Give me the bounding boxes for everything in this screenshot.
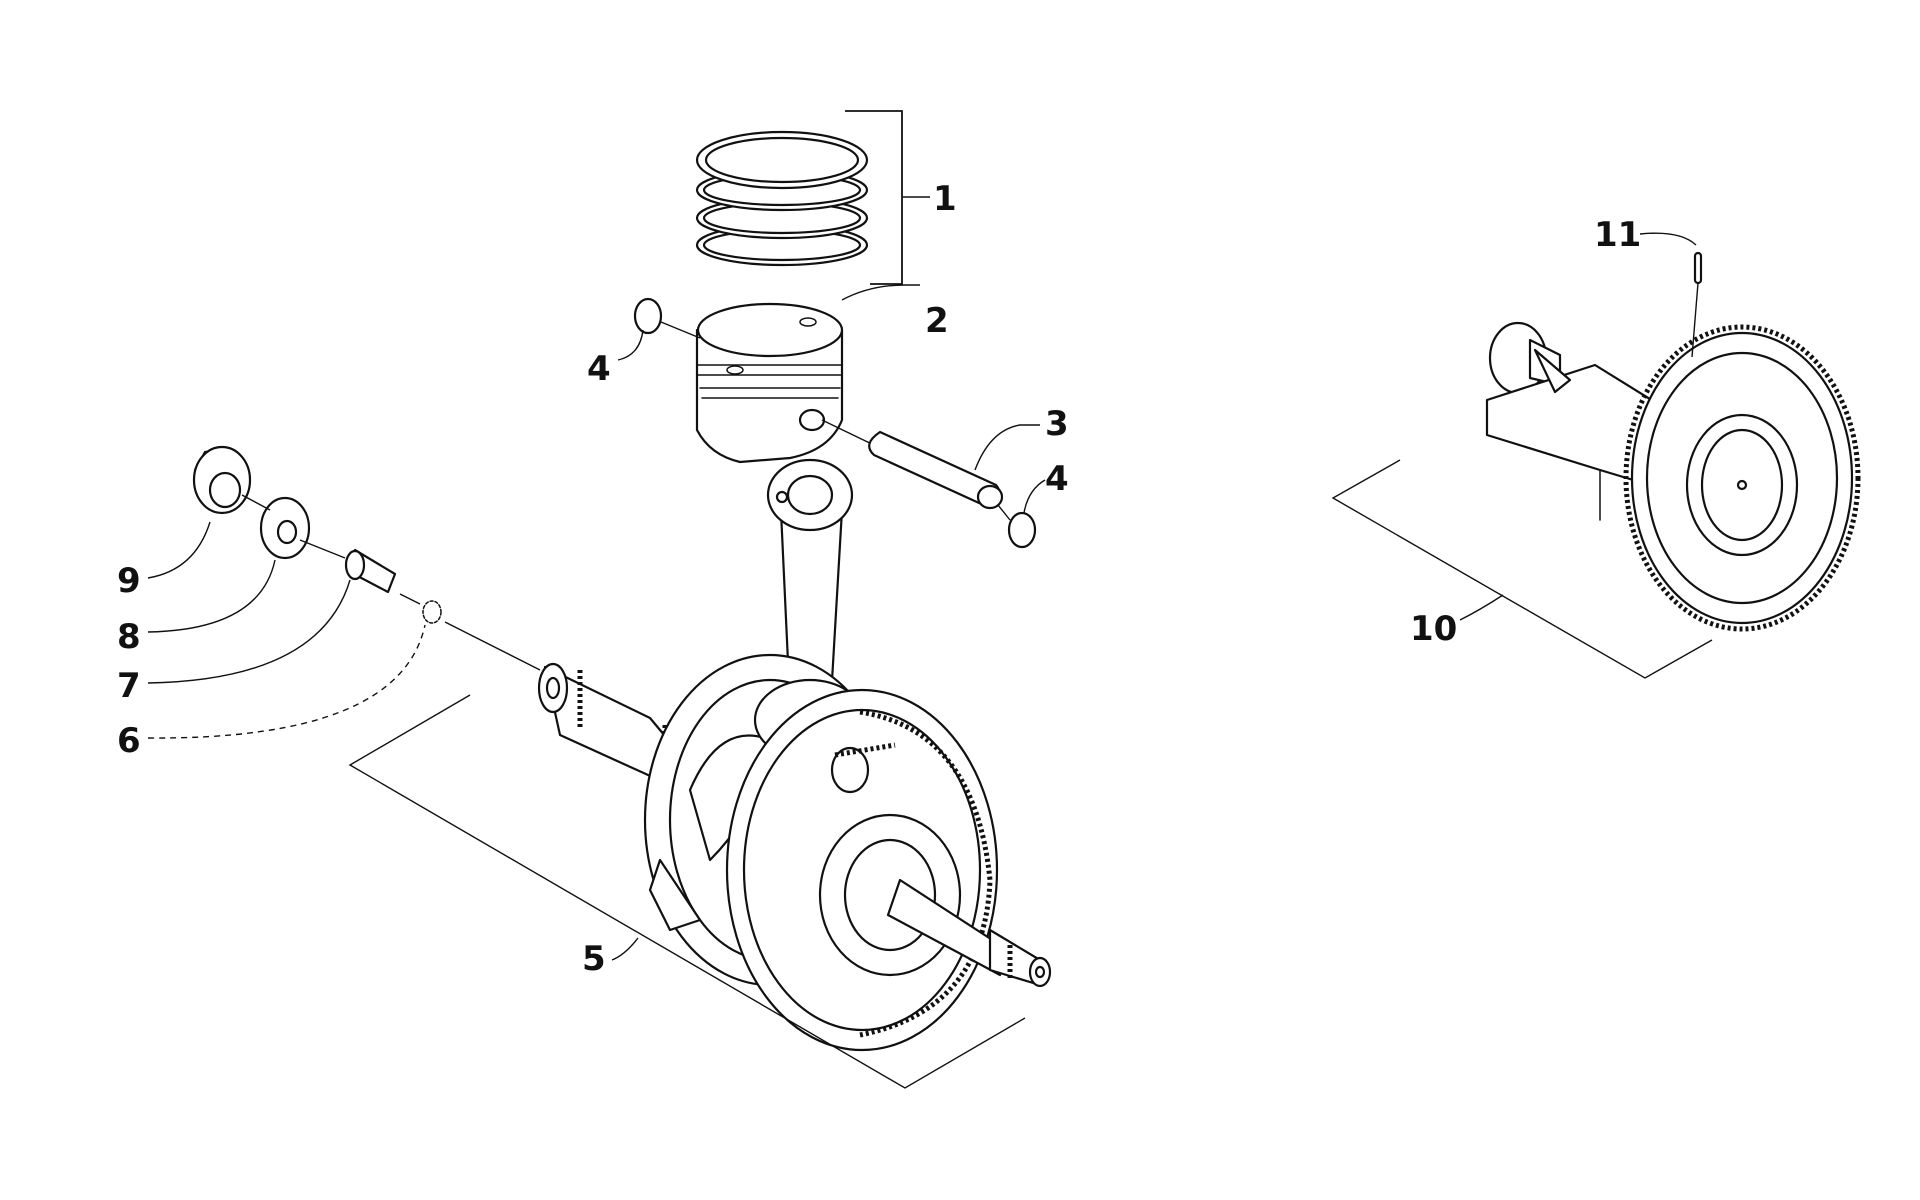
leader-4a — [617, 329, 644, 361]
leader-9 — [147, 521, 211, 579]
callout-1: 1 — [933, 179, 957, 219]
piston-ring-set — [695, 130, 869, 267]
washer — [259, 496, 311, 560]
callout-5: 5 — [582, 939, 606, 979]
clip-axis-lower — [997, 504, 1011, 521]
leader-11 — [1639, 232, 1697, 246]
leader-5 — [611, 937, 639, 961]
callout-6: 6 — [117, 721, 141, 761]
circlip-lower — [1007, 511, 1037, 549]
clip-axis-upper — [660, 321, 701, 339]
pin-axis — [1691, 282, 1699, 358]
group-bracket-10 — [1331, 459, 1713, 679]
crankshaft-assembly — [537, 458, 1052, 1052]
callout-4-lower: 4 — [1045, 459, 1069, 499]
callout-7: 7 — [117, 666, 141, 706]
leader-7 — [147, 579, 351, 684]
leader-10 — [1459, 594, 1504, 621]
bolt — [344, 548, 397, 594]
callout-2: 2 — [925, 301, 949, 341]
leader-6 — [147, 624, 426, 739]
small-washer — [422, 600, 442, 624]
callout-9: 9 — [117, 561, 141, 601]
group-bracket-5 — [348, 694, 1026, 1089]
axis-washer6-shaft — [444, 621, 541, 671]
leader-4b — [1023, 479, 1046, 514]
callout-4-upper: 4 — [587, 349, 611, 389]
leader-8 — [147, 559, 276, 633]
axis-bolt-washer6 — [399, 593, 421, 605]
leader-2 — [841, 284, 920, 301]
axis-nut-washer — [241, 494, 271, 511]
piston-pin — [821, 419, 1004, 510]
callout-11: 11 — [1594, 215, 1641, 255]
leader-3 — [974, 424, 1040, 471]
piston — [695, 302, 844, 464]
balance-shaft — [1485, 321, 1861, 632]
flange-nut — [192, 445, 252, 515]
dowel-pin — [1693, 251, 1703, 285]
callout-8: 8 — [117, 617, 141, 657]
callout-3: 3 — [1045, 404, 1069, 444]
axis-washer-bolt — [299, 539, 346, 559]
callout-10: 10 — [1410, 609, 1457, 649]
circlip-upper — [633, 297, 663, 335]
